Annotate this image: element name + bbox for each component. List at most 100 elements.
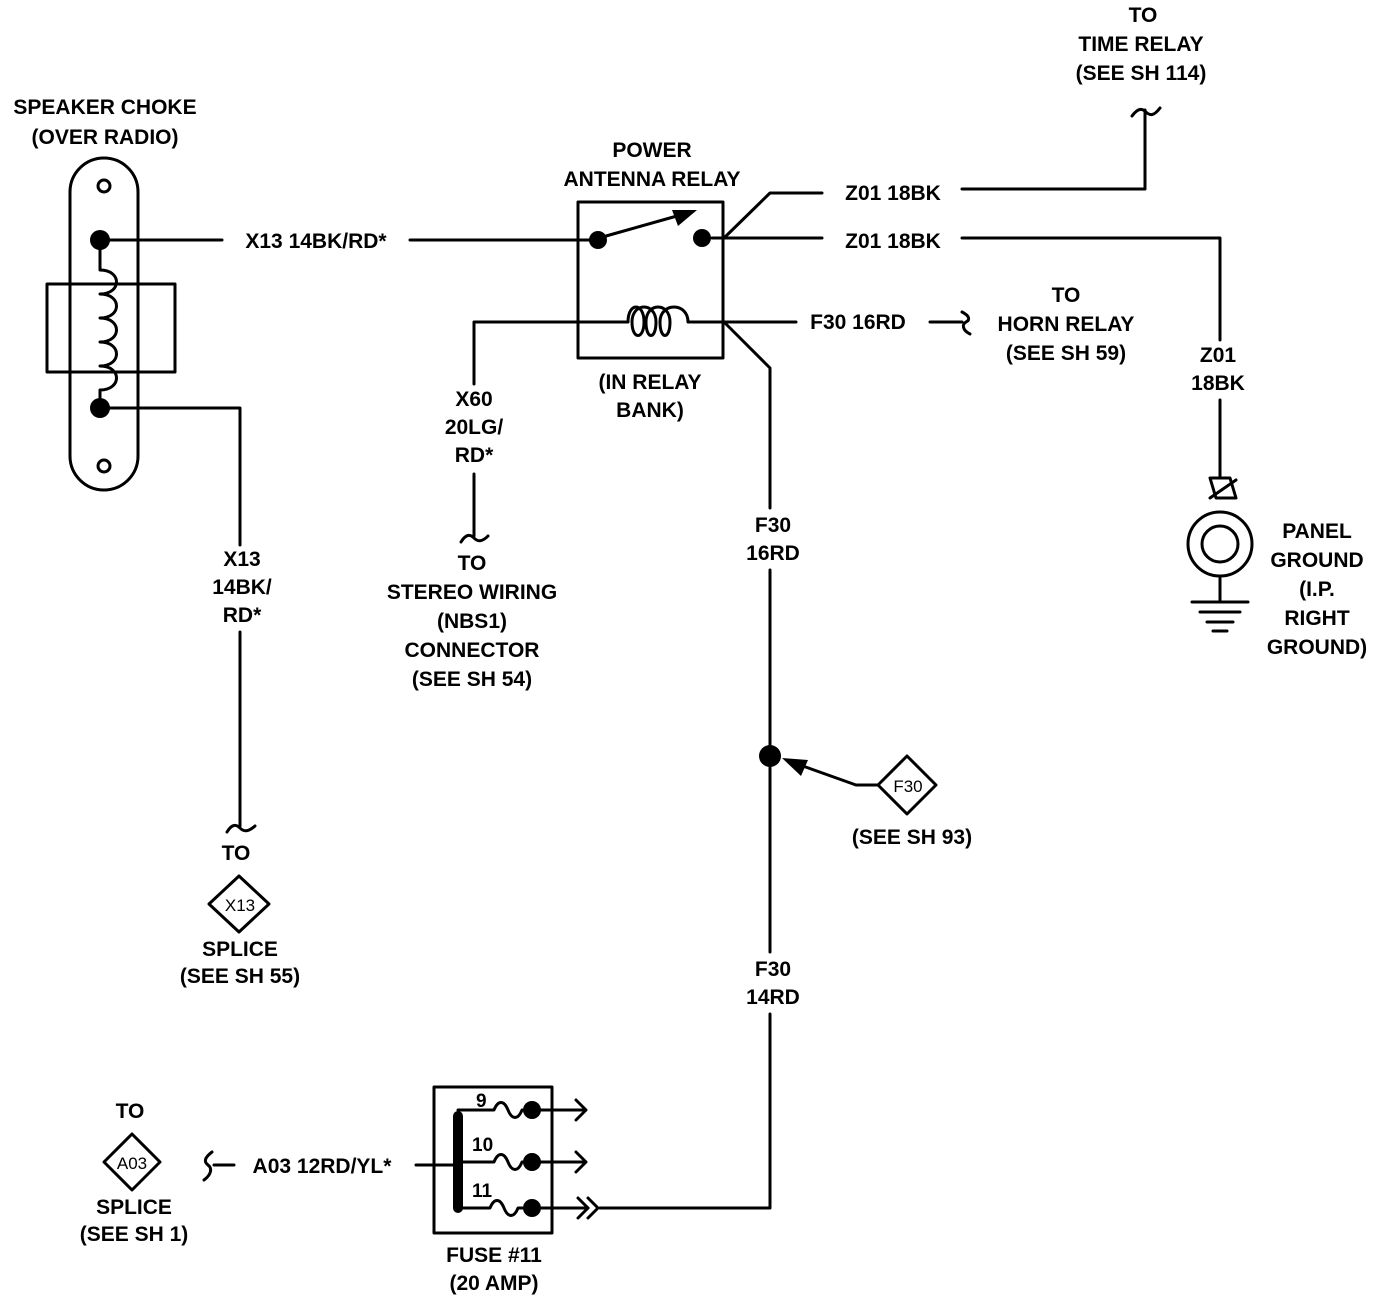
- a03-splice-line-1: SPLICE: [96, 1196, 172, 1219]
- time-relay-to: TO: [1129, 4, 1158, 27]
- wire-x60-label-1: X60: [455, 388, 492, 411]
- splice-diamond-icon: [207, 874, 271, 934]
- x13-splice-line-1: SPLICE: [202, 938, 278, 961]
- fuse-rating: (20 AMP): [449, 1272, 538, 1295]
- choke-coil-icon: [98, 248, 118, 400]
- splice-arrow-icon: [782, 758, 808, 776]
- choke-mounting-bracket: [45, 282, 177, 374]
- splice-diamond-icon: [102, 1132, 162, 1192]
- wire-z01-side-2: 18BK: [1191, 372, 1245, 395]
- relay-switch-arrow-icon: [672, 210, 697, 226]
- fuse-10-terminal: [523, 1153, 541, 1171]
- time-relay-see: (SEE SH 114): [1076, 62, 1207, 85]
- choke-mount-hole-bottom: [96, 458, 112, 474]
- fuse-11-terminal: [523, 1199, 541, 1217]
- relay-contact-right: [693, 229, 711, 247]
- f30-ref-code: F30: [893, 777, 922, 796]
- ground-label-1: PANEL: [1282, 520, 1352, 543]
- wire-f30-14-label-1: F30: [755, 958, 791, 981]
- a03-splice-to: TO: [116, 1100, 145, 1123]
- wire-f30-16-label-2: 16RD: [746, 542, 800, 565]
- connector-break-icon: [225, 823, 257, 834]
- connector-break-icon: [202, 1150, 214, 1182]
- fuse-9-number: 9: [476, 1091, 487, 1112]
- horn-relay-see: (SEE SH 59): [1006, 342, 1126, 365]
- connector-arrow-icon: [576, 1196, 590, 1220]
- f30-splice-reference: F30 (SEE SH 93): [852, 754, 972, 849]
- stereo-to: TO: [458, 552, 487, 575]
- relay-location-1: (IN RELAY: [598, 371, 701, 394]
- splice-dot: [759, 745, 781, 767]
- fuse-10-number: 10: [472, 1135, 493, 1156]
- wire-x60-label-3: RD*: [455, 444, 494, 467]
- wire-x60: [472, 320, 600, 386]
- fuse-9-terminal: [523, 1101, 541, 1119]
- a03-splice: TO A03 SPLICE (SEE SH 1): [80, 1100, 189, 1246]
- wire-f30-14rd: [598, 1012, 772, 1210]
- splice-diamond-icon: [876, 754, 938, 816]
- wire-x13-side-3: RD*: [223, 604, 262, 627]
- stereo-destination: TO STEREO WIRING (NBS1) CONNECTOR (SEE S…: [387, 552, 557, 691]
- ground-label-2: GROUND: [1270, 549, 1363, 572]
- relay-contact-left: [589, 231, 607, 249]
- time-relay-destination: TO TIME RELAY (SEE SH 114): [1076, 4, 1207, 85]
- ground-ring-outer: [1186, 510, 1254, 578]
- fuse-10-icon: [456, 1153, 534, 1171]
- wire-f30-16rd: [722, 320, 772, 510]
- a03-splice-line-2: (SEE SH 1): [80, 1223, 189, 1246]
- fuse-block: 9 10 11 FUSE #11 (20 AMP): [432, 1085, 600, 1295]
- choke-mount-hole-top: [96, 178, 112, 194]
- panel-ground: PANEL GROUND (I.P. RIGHT GROUND): [1186, 476, 1367, 659]
- speaker-choke: SPEAKER CHOKE (OVER RADIO): [13, 96, 197, 492]
- wire-z01-to-time-relay: [960, 108, 1147, 191]
- wire-a03-label: A03 12RD/YL*: [253, 1155, 393, 1178]
- connector-break-icon: [960, 310, 972, 336]
- x13-splice-line-2: (SEE SH 55): [180, 965, 300, 988]
- relay-location-2: BANK): [616, 399, 684, 422]
- wire-x60-label-2: 20LG/: [445, 416, 504, 439]
- wire-f30-splice-ref: [798, 763, 880, 787]
- speaker-choke-subtitle: (OVER RADIO): [32, 126, 179, 149]
- fuse-9-icon: [456, 1101, 534, 1119]
- wire-f30-14-label-2: 14RD: [746, 986, 800, 1009]
- stereo-connector: CONNECTOR: [405, 639, 540, 662]
- time-relay-name: TIME RELAY: [1078, 33, 1203, 56]
- ground-ring-inner: [1200, 524, 1240, 564]
- relay-title-2: ANTENNA RELAY: [564, 168, 741, 191]
- connector-arrow-icon: [574, 1098, 588, 1122]
- wire-x13-side-1: X13: [223, 548, 260, 571]
- ground-label-4: RIGHT: [1284, 607, 1350, 630]
- relay-switch-arm: [604, 212, 686, 238]
- f30-ref-see: (SEE SH 93): [852, 826, 972, 849]
- fuse-title: FUSE #11: [446, 1244, 542, 1267]
- stereo-see: (SEE SH 54): [412, 668, 532, 691]
- wire-z01-upper-left: [722, 191, 824, 240]
- x13-splice-to: TO: [222, 842, 251, 865]
- stereo-name: STEREO WIRING: [387, 581, 557, 604]
- fuse-11-number: 11: [472, 1181, 493, 1202]
- wire-x13-down: [98, 406, 242, 547]
- wire-z01-mid-label: Z01 18BK: [845, 230, 941, 253]
- choke-body: [68, 156, 140, 492]
- wire-z01-to-ground: [960, 236, 1222, 342]
- ground-label-3: (I.P.: [1299, 578, 1335, 601]
- connector-break-icon: [459, 533, 490, 544]
- fuse-11-icon: [456, 1199, 534, 1217]
- wire-z01-side-1: Z01: [1200, 344, 1237, 367]
- ground-lug-stroke: [1208, 478, 1238, 500]
- x13-splice-code: X13: [225, 896, 255, 915]
- relay-box: [576, 200, 725, 360]
- fuse-block-box: [432, 1085, 554, 1235]
- horn-relay-to: TO: [1052, 284, 1081, 307]
- connector-arrow-icon: [574, 1150, 588, 1174]
- power-antenna-relay: POWER ANTENNA RELAY (IN RELAY BANK): [564, 139, 741, 422]
- horn-relay-name: HORN RELAY: [998, 313, 1135, 336]
- connector-break-icon: [1130, 106, 1162, 118]
- connector-arrow-icon: [586, 1196, 600, 1220]
- ground-lug: [1208, 476, 1238, 500]
- speaker-choke-title: SPEAKER CHOKE: [13, 96, 196, 119]
- relay-title-1: POWER: [612, 139, 691, 162]
- horn-relay-destination: TO HORN RELAY (SEE SH 59): [998, 284, 1135, 365]
- ground-label-5: GROUND): [1267, 636, 1367, 659]
